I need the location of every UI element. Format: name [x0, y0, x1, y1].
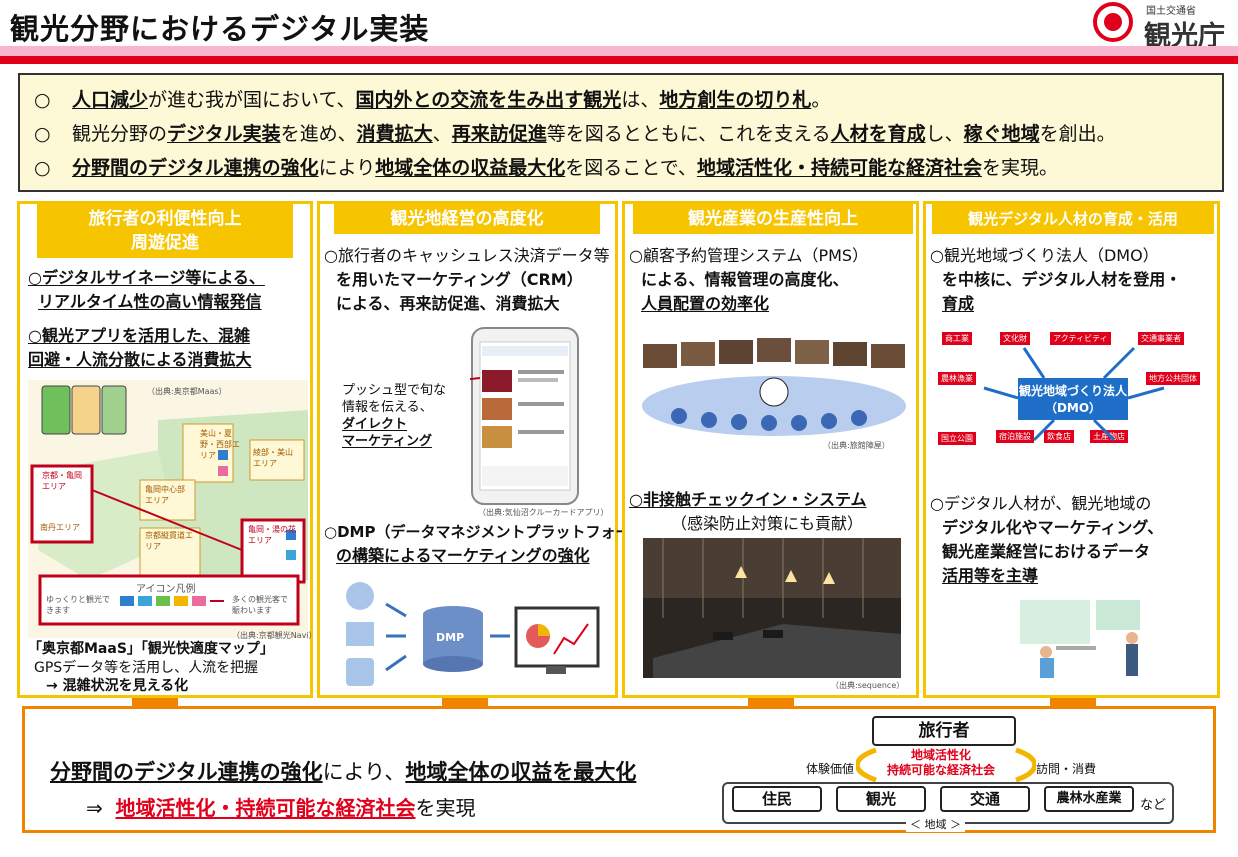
column-industry-productivity: 観光産業の生産性向上 ○顧客予約管理システム（PMS） による、情報管理の高度化… [622, 201, 919, 698]
summary-box: ○人口減少が進む我が国において、国内外との交流を生み出す観光は、地方創生の切り札… [18, 73, 1224, 192]
column-destination-management: 観光地経営の高度化 ○旅行者のキャッシュレス決済データ等 を用いたマーケティング… [317, 201, 660, 698]
experience-value-label: 体験価値 [806, 762, 855, 776]
header-band-red [0, 56, 1238, 64]
region-item-residents: 住民 [732, 786, 822, 812]
column-header: 観光産業の生産性向上 [633, 204, 913, 234]
etc-label: など [1140, 798, 1167, 813]
pms-illustration [642, 338, 906, 436]
conclusion-line-1: 分野間のデジタル連携の強化により、地域全体の収益を最大化 [50, 760, 637, 784]
logo-ministry: 国土交通省 [1146, 6, 1196, 17]
logo-icon [1093, 2, 1133, 42]
column-digital-talent: 観光デジタル人材の育成・活用 ○観光地域づくり法人（DMO） を中核に、デジタル… [923, 201, 1220, 698]
dmo-center: 観光地域づくり法人 （DMO） [1018, 378, 1128, 420]
region-item-agriculture: 農林水産業 [1044, 786, 1134, 812]
header-band-pink [0, 46, 1238, 56]
column-header: 観光地経営の高度化 [334, 204, 600, 234]
visit-consume-label: 訪問・消費 [1036, 762, 1097, 776]
page-title: 観光分野におけるデジタル実装 [10, 12, 430, 46]
smartphone-app-illustration [470, 327, 579, 505]
column-traveler-convenience: 旅行者の利便性向上 周遊促進 ○デジタルサイネージ等による、 リアルタイム性の高… [17, 201, 317, 698]
traveler-box: 旅行者 [872, 716, 1016, 746]
region-item-transport: 交通 [940, 786, 1030, 812]
dmp-illustration [346, 582, 600, 686]
summary-line-3: ○分野間のデジタル連携の強化により地域全体の収益最大化を図ることで、地域活性化・… [34, 157, 1058, 179]
checkin-photo [643, 538, 901, 678]
summary-line-2: ○観光分野のデジタル実装を進め、消費拡大、再来訪促進等を図るとともに、これを支え… [34, 123, 1116, 145]
digital-talent-illustration [1020, 600, 1140, 678]
cycle-label: 地域活性化 持続可能な経済社会 [886, 748, 995, 777]
region-item-tourism: 観光 [836, 786, 926, 812]
cycle-arrows-icon [856, 747, 1036, 783]
dmo-diagram: 観光地域づくり法人 （DMO） 商工業 文化財 アクティビティ 交通事業者 農林… [934, 328, 1210, 468]
summary-line-1: ○人口減少が進む我が国において、国内外との交流を生み出す観光は、地方創生の切り札… [34, 89, 831, 111]
column-header: 旅行者の利便性向上 周遊促進 [37, 204, 293, 258]
region-label: ＜ 地域 ＞ [906, 816, 965, 832]
maas-map-illustration [28, 380, 308, 638]
conclusion-line-2: ⇒ 地域活性化・持続可能な経済社会を実現 [86, 796, 476, 820]
column-header: 観光デジタル人材の育成・活用 [932, 204, 1214, 234]
